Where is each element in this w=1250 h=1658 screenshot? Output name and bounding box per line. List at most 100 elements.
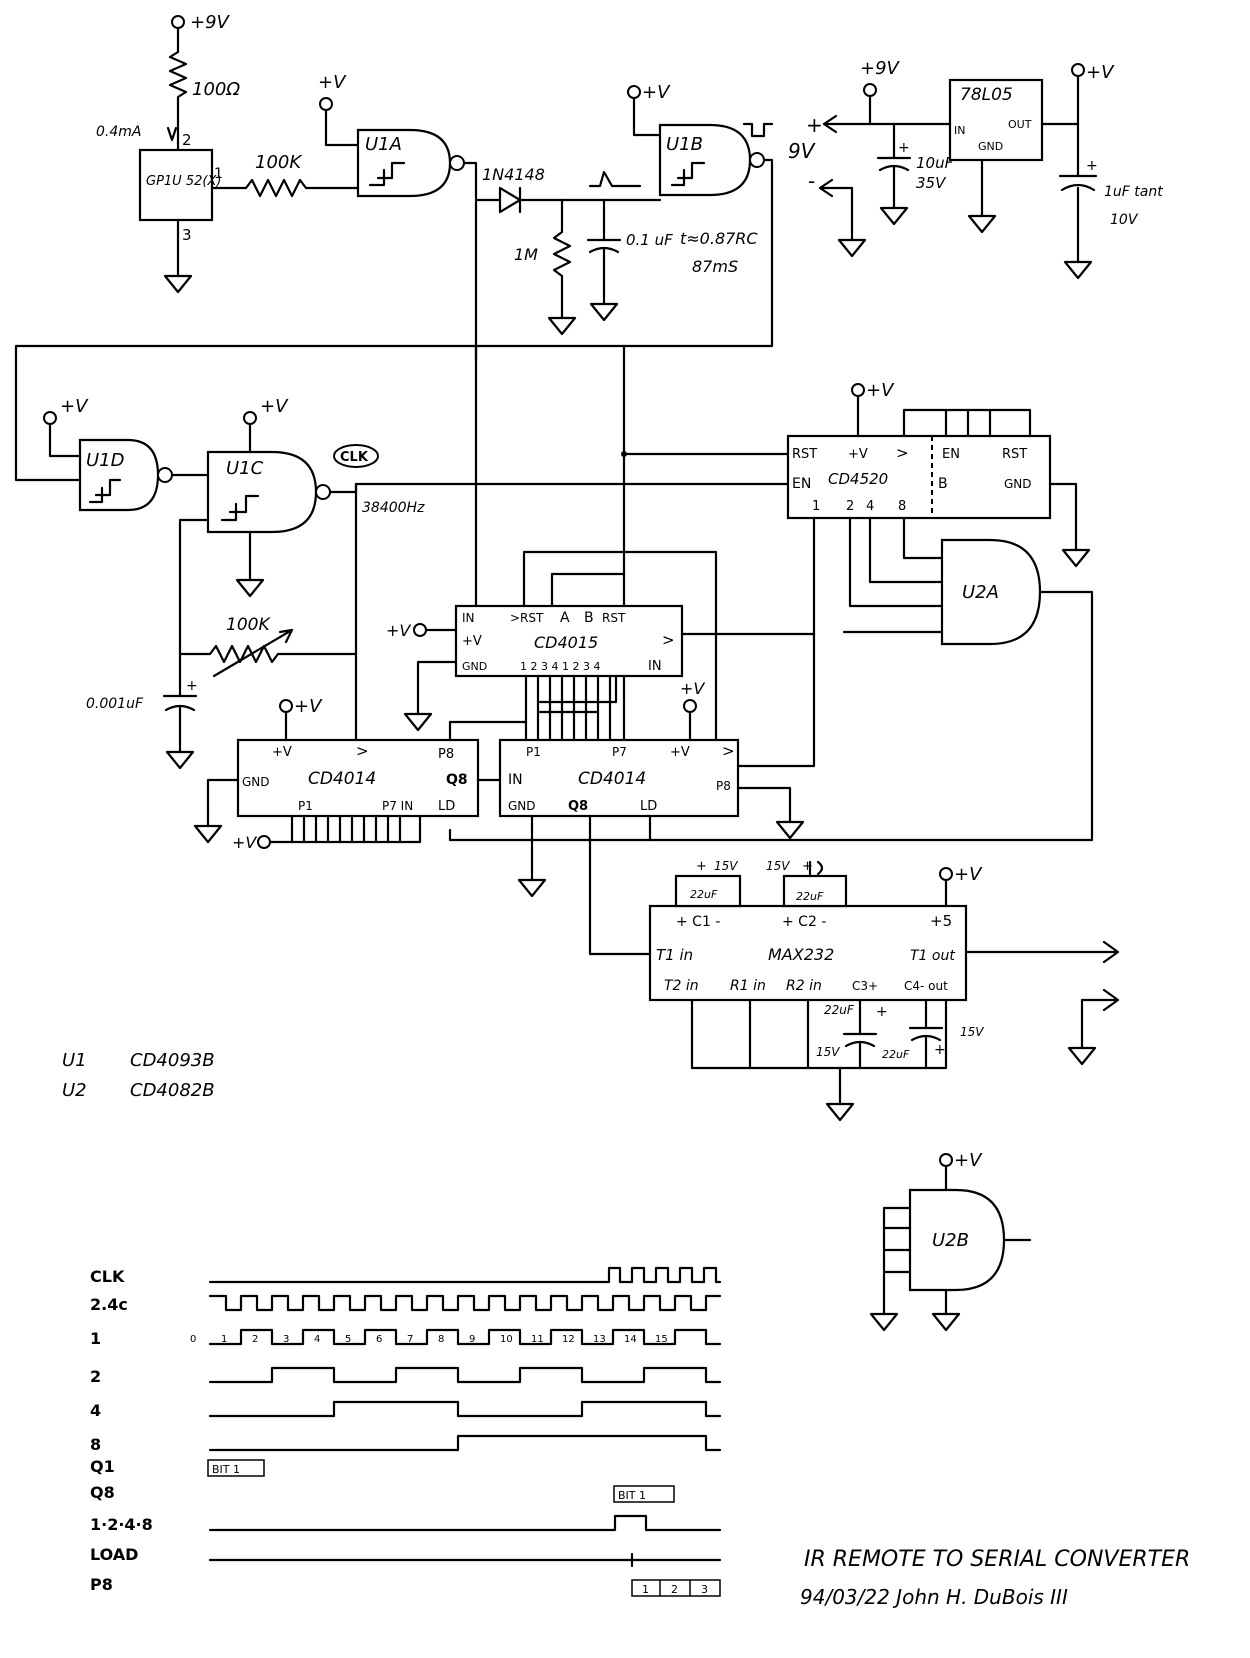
ir-sensor-body bbox=[138, 148, 214, 222]
cd4520-q8-label: 8 bbox=[898, 499, 906, 514]
cap-c1-polarity: + bbox=[696, 859, 707, 874]
timing-signal-label-10: P8 bbox=[90, 1575, 113, 1594]
sensor-pin1-label: 1 bbox=[214, 166, 223, 182]
timing-waveforms bbox=[208, 1266, 722, 1562]
timing-count-11: 11 bbox=[531, 1334, 544, 1345]
cd4520-gnd-label: GND bbox=[1004, 477, 1032, 491]
cd4014-right-in-label: IN bbox=[508, 772, 523, 788]
u1a-plus-v-label: +V bbox=[318, 72, 347, 93]
cd4520-part-label: CD4520 bbox=[828, 470, 888, 488]
u2b-label: U2B bbox=[932, 1230, 969, 1251]
resistor-1m-label: 1M bbox=[514, 245, 538, 264]
cd4015-gnd-label: GND bbox=[462, 660, 487, 673]
timing-signal-label-3: 2 bbox=[90, 1367, 101, 1386]
timing-wave-2 bbox=[208, 1328, 722, 1346]
counter-cd4520: RST +V > EN CD4520 1 2 4 8 EN RST B GND … bbox=[621, 344, 1091, 768]
cd4014-left-plus-v-rail: +V bbox=[294, 696, 323, 717]
cd4015-outs-label: 1 2 3 4 1 2 3 4 bbox=[520, 660, 600, 673]
u2b-plus-v-rail: +V bbox=[954, 1150, 983, 1171]
timing-value-label: 87mS bbox=[692, 257, 738, 276]
regulator-part-label: 78L05 bbox=[960, 85, 1013, 105]
oneshot-section: 1N4148 1M 0.1 uF t≈0.87RC 87mS bbox=[474, 165, 758, 362]
cd4015-plus-v-rail: +V bbox=[386, 621, 411, 640]
cap-c2-value: 22uF bbox=[796, 890, 824, 903]
cd4014-right-ld-label: LD bbox=[640, 799, 657, 814]
battery-plus: + bbox=[806, 113, 823, 137]
battery-minus: - bbox=[808, 169, 815, 193]
u1b-label: U1B bbox=[666, 134, 703, 155]
timing-signal-label-8: 1·2·4·8 bbox=[90, 1515, 153, 1534]
cd4014-right-plus-v-rail: +V bbox=[680, 679, 705, 698]
cd4014-left-p8-label: P8 bbox=[438, 747, 454, 762]
osc-cap-label: 0.001uF bbox=[86, 696, 144, 712]
timing-count-13: 13 bbox=[593, 1334, 606, 1345]
cap-1uf-polarity: + bbox=[1086, 158, 1098, 174]
max232-t2in-label: T2 in bbox=[664, 978, 699, 994]
timing-wave-8 bbox=[208, 1514, 722, 1532]
timing-count-1: 1 bbox=[221, 1334, 227, 1345]
cap-c3-voltage: 15V bbox=[816, 1045, 840, 1059]
cd4015-sect-b-label: B bbox=[584, 610, 594, 626]
u1b-plus-v-label: +V bbox=[642, 82, 671, 103]
parts-list-part-0: CD4093B bbox=[130, 1050, 215, 1071]
timing-q8-bit-tag: BIT 1 bbox=[618, 1489, 646, 1502]
timing-count-12: 12 bbox=[562, 1334, 575, 1345]
max232-r2in-label: R2 in bbox=[786, 978, 822, 994]
timing-p8-bit-2: 2 bbox=[671, 1583, 678, 1596]
battery-label: 9V bbox=[788, 139, 816, 163]
cd4520-v-label: +V bbox=[848, 447, 868, 462]
gate-u2b: +V U2B bbox=[869, 1150, 1032, 1332]
cap-c4-polarity: + bbox=[934, 1042, 946, 1058]
cd4015-v-label: +V bbox=[462, 634, 482, 649]
cap-c3-polarity: + bbox=[876, 1004, 888, 1020]
cd4014-right-q8-label: Q8 bbox=[568, 799, 588, 814]
clk-freq-label: 38400Hz bbox=[362, 500, 425, 516]
cd4014-right-clk-label: > bbox=[722, 742, 735, 760]
cap-10v-label: 10V bbox=[1110, 212, 1139, 228]
gate-u1b: +V U1B bbox=[14, 82, 774, 482]
cd4014-right-v-label: +V bbox=[670, 745, 690, 760]
max232-c3-label: C3+ bbox=[852, 979, 878, 993]
cd4520-q1-label: 1 bbox=[812, 499, 820, 514]
title-block: IR REMOTE TO SERIAL CONVERTER 94/03/22 J… bbox=[800, 1547, 1190, 1609]
regulator-gnd-label: GND bbox=[978, 140, 1003, 153]
osc-cap-polarity: + bbox=[186, 678, 198, 694]
cd4014-left-q8-label: Q8 bbox=[446, 772, 468, 788]
timing-signal-label-7: Q8 bbox=[90, 1483, 115, 1502]
sensor-pin2-label: 2 bbox=[182, 131, 192, 149]
timing-signal-label-9: LOAD bbox=[90, 1545, 138, 1564]
cap-1uf-label: 1uF tant bbox=[1104, 184, 1163, 200]
cd4520-b-en-label: EN bbox=[942, 447, 960, 462]
timing-count-10: 10 bbox=[500, 1334, 513, 1345]
max232-c2-label: + C2 - bbox=[782, 914, 826, 930]
cd4014-left-clk-label: > bbox=[356, 742, 369, 760]
regulator-78l05 bbox=[948, 78, 1044, 162]
diode-1n4148-label: 1N4148 bbox=[482, 165, 545, 184]
timing-count-9: 9 bbox=[469, 1334, 475, 1345]
cap-10uf-label: 10uF bbox=[916, 154, 954, 172]
max232-t1out-label: T1 out bbox=[910, 948, 955, 964]
max232-c4-label: C4- out bbox=[904, 979, 948, 993]
cd4520-plus-v-rail: +V bbox=[866, 380, 895, 401]
title-line-1: IR REMOTE TO SERIAL CONVERTER bbox=[804, 1547, 1190, 1572]
max232-c1-label: + C1 - bbox=[676, 914, 720, 930]
oscillator-section: +V U1D +V U1C CLK 38400Hz 100K + 0.001uF bbox=[43, 396, 790, 770]
cd4520-rst-label: RST bbox=[792, 447, 817, 462]
cd4014-left-gnd-label: GND bbox=[242, 775, 270, 789]
resistor-100k-series-label: 100K bbox=[255, 152, 302, 173]
cd4014-right-p8-label: P8 bbox=[716, 779, 731, 793]
timing-wave-1 bbox=[208, 1294, 722, 1312]
cd4015-sect-a-label: A bbox=[560, 610, 570, 626]
shift-reg-cd4014-right: P1 P7 +V > IN CD4014 P8 GND Q8 LD +V bbox=[498, 679, 805, 956]
max232-section: + C1 - + C2 - +5 T1 in MAX232 T1 out T2 … bbox=[648, 859, 1120, 1122]
timing-count-4: 4 bbox=[314, 1334, 320, 1345]
cd4014-left-v-label: +V bbox=[272, 745, 292, 760]
cap-10uf-polarity: + bbox=[898, 140, 910, 156]
cd4014-left-p7in-label: P7 IN bbox=[382, 799, 413, 813]
cd4015-in-label: IN bbox=[462, 611, 475, 625]
max232-part-label: MAX232 bbox=[768, 945, 834, 964]
sensor-pin3-label: 3 bbox=[182, 226, 192, 244]
timing-count-7: 7 bbox=[407, 1334, 413, 1345]
u1c-plus-v-label: +V bbox=[260, 396, 289, 417]
